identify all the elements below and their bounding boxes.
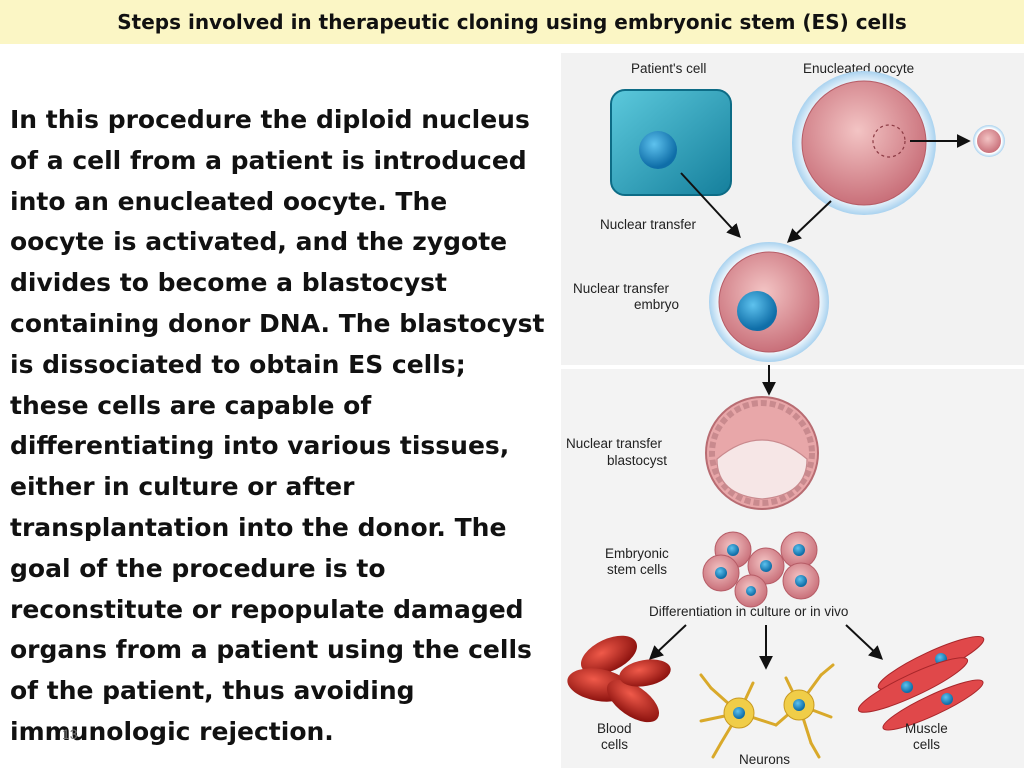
nuclear-transfer-arrow-left [680,172,741,239]
slide-body-text: In this procedure the diploid nucleus of… [10,105,545,746]
arrow-to-muscle [845,624,884,660]
removed-nucleus [973,125,1005,157]
slide-number: 13 [62,726,78,742]
label-muscle-line1: Muscle [905,721,948,736]
label-blood-line2: cells [601,737,628,752]
neuron-bodies [723,689,815,729]
label-enucleated-oocyte: Enucleated oocyte [803,61,914,76]
therapeutic-cloning-diagram: Patient's cell Enucleated oocyte Nuclear… [561,53,1024,768]
nuclear-transfer-embryo [709,242,829,362]
label-muscle-line2: cells [913,737,940,752]
label-es-cells-line1: Embryonic [605,546,669,561]
neurons [699,663,835,759]
slide-title: Steps involved in therapeutic cloning us… [117,10,907,34]
arrow-to-blood [648,624,687,660]
label-neurons: Neurons [739,752,790,767]
embryonic-stem-cells [702,531,820,608]
label-nt-blastocyst-line1: Nuclear transfer [566,436,663,451]
label-differentiation: Differentiation in culture or in vivo [649,604,848,619]
label-nt-blastocyst-line2: blastocyst [607,453,667,468]
label-es-cells-line2: stem cells [607,562,667,577]
nuclear-transfer-blastocyst [705,396,819,510]
label-nuclear-transfer: Nuclear transfer [600,217,697,232]
label-nt-embryo-line1: Nuclear transfer [573,281,670,296]
nuclear-transfer-arrow-right [786,200,832,243]
label-blood-line1: Blood [597,721,632,736]
patient-cell [610,89,732,196]
label-nt-embryo-line2: embryo [634,297,679,312]
label-patients-cell: Patient's cell [631,61,706,76]
enucleated-oocyte [792,71,936,215]
muscle-cells [857,636,985,731]
title-bar: Steps involved in therapeutic cloning us… [0,0,1024,44]
blood-cells [567,635,671,723]
